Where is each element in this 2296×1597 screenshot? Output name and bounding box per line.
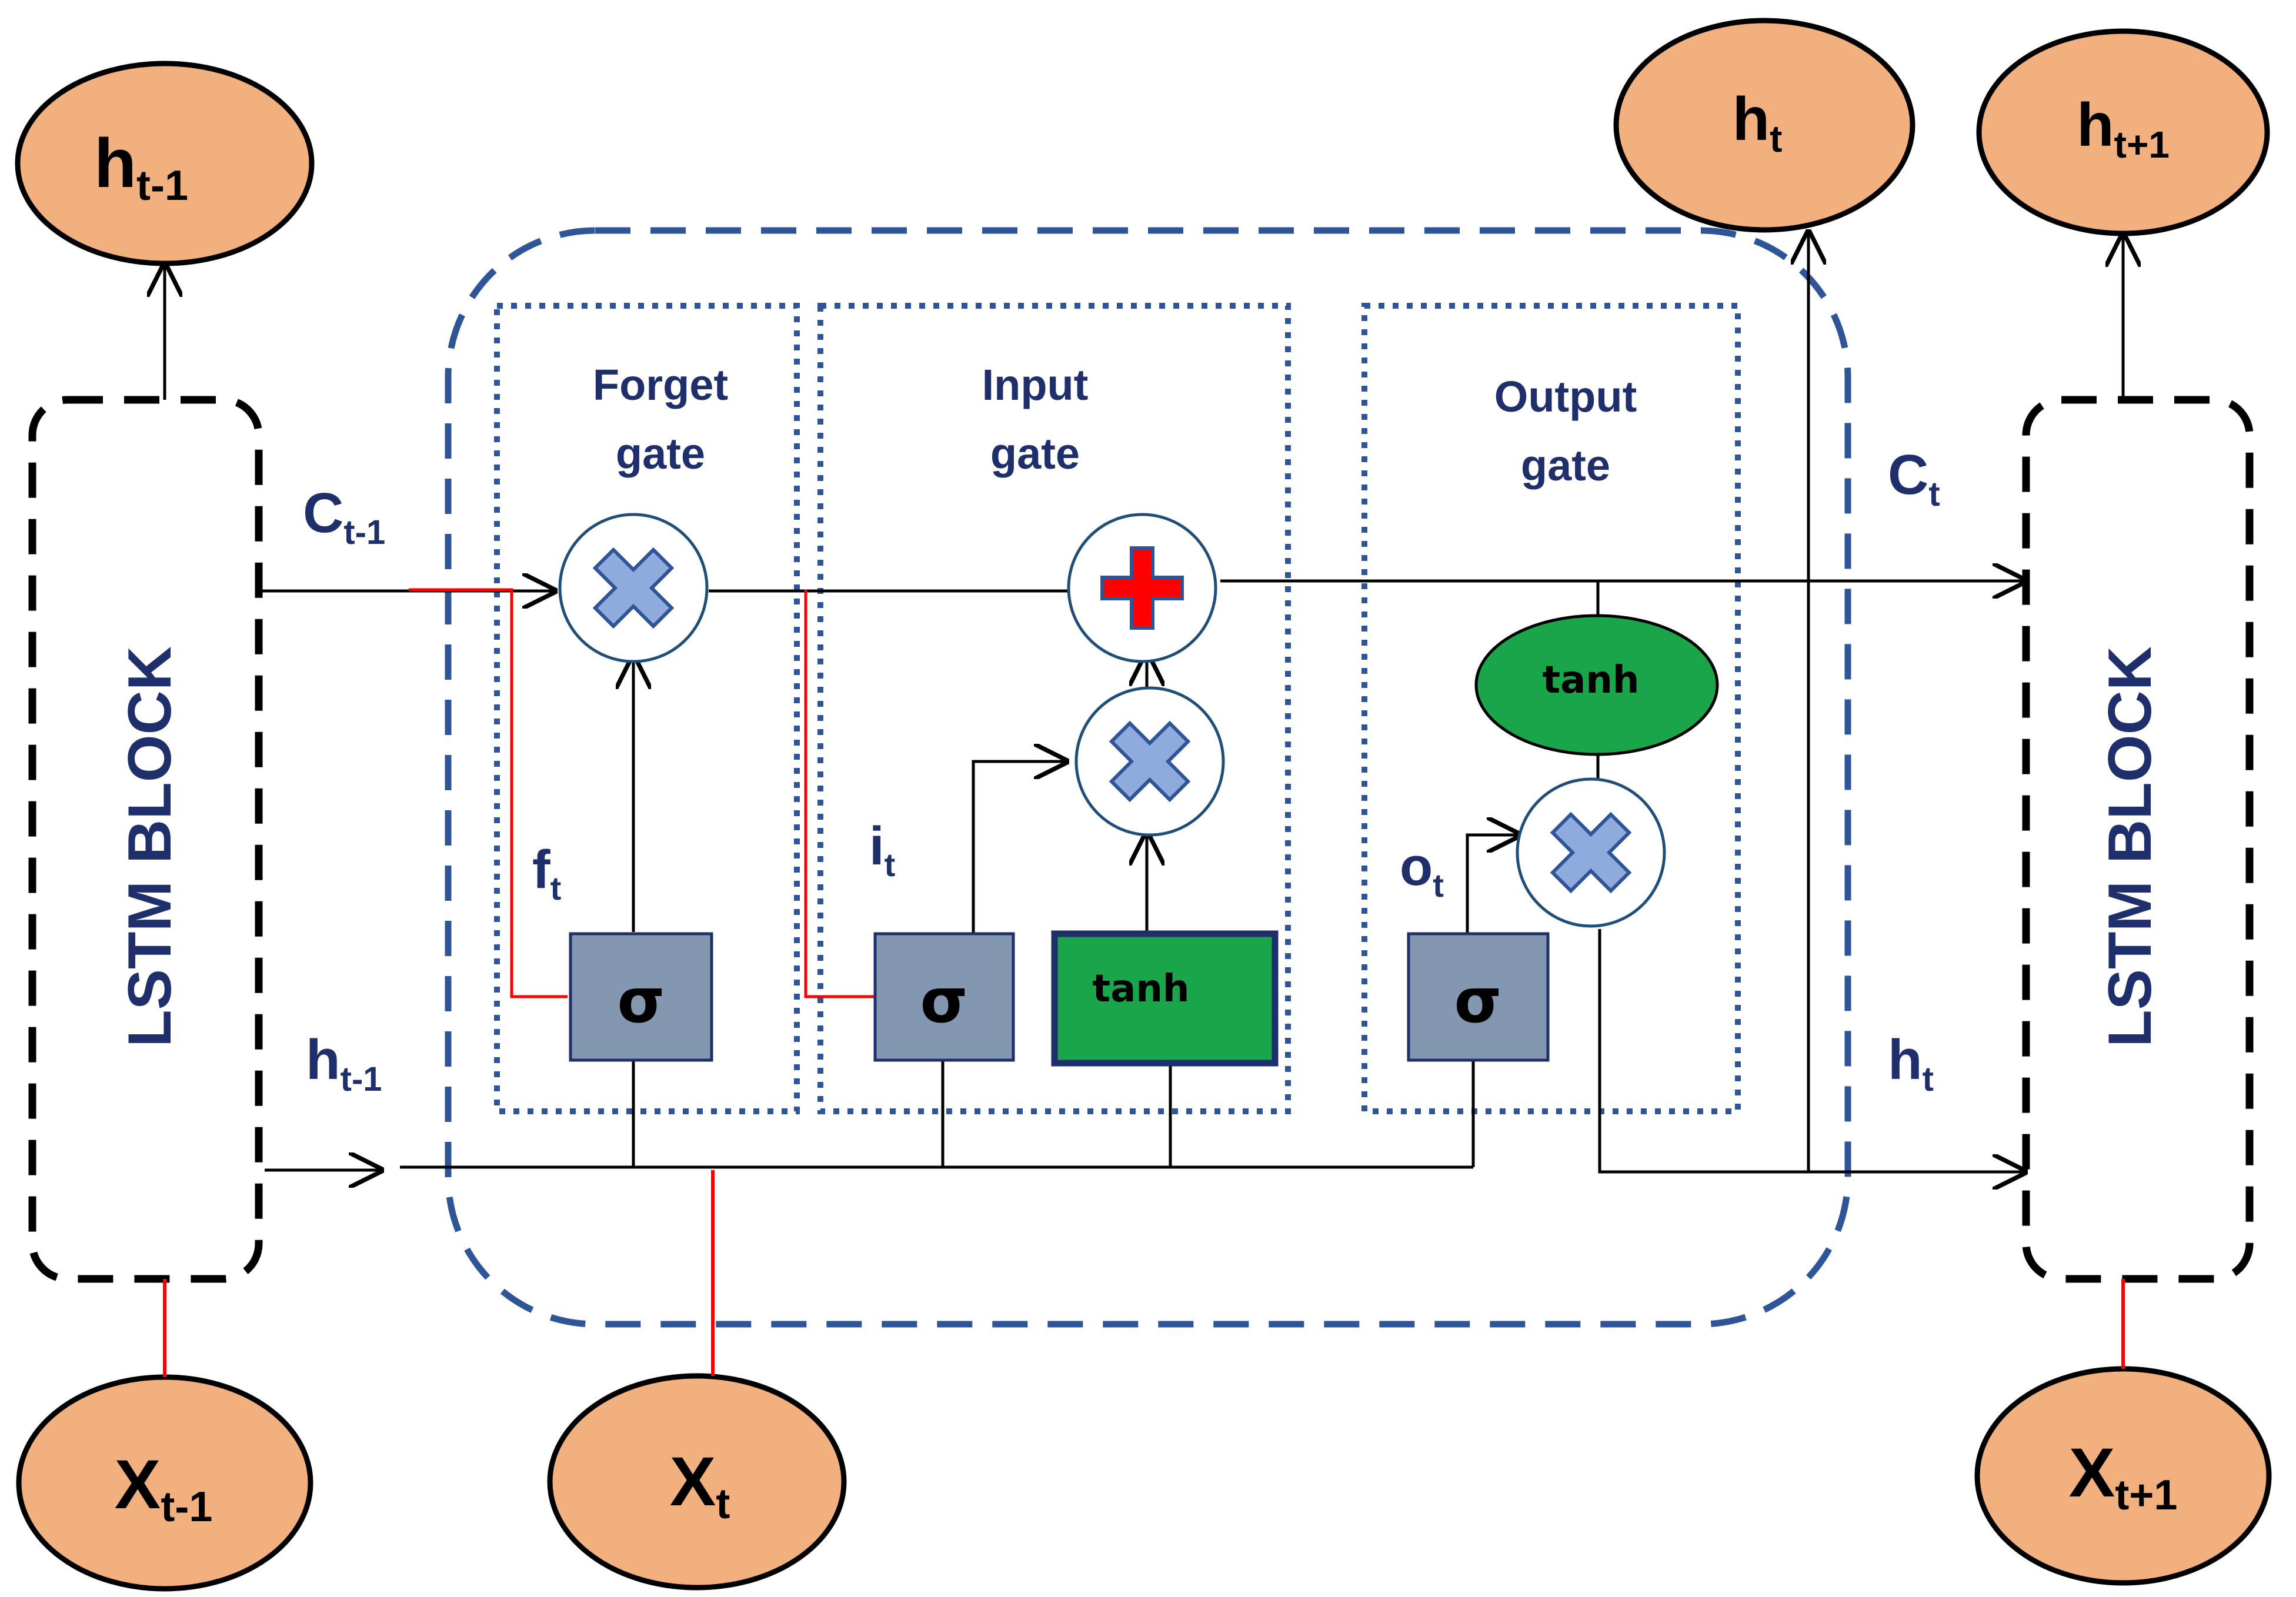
- forget-multiply-op: [558, 513, 709, 663]
- left-lstm-block-label: LSTM BLOCK: [116, 646, 184, 1047]
- lstm-cell-boundary: [445, 227, 1851, 1328]
- output-sigma-box: σ: [1407, 932, 1550, 1062]
- tanh-ellipse: tanh: [1474, 614, 1719, 756]
- node-h-prev: ht-1: [15, 61, 315, 266]
- svg-text:Xt: Xt: [670, 1443, 730, 1528]
- multiply-icon: [592, 547, 675, 629]
- input-red-path: [804, 590, 875, 998]
- svg-text:σ: σ: [920, 965, 968, 1037]
- plus-icon: [1100, 546, 1184, 630]
- svg-text:ht-1: ht-1: [94, 125, 188, 209]
- add-op: [1067, 513, 1217, 663]
- label-f-t: ft: [532, 840, 561, 907]
- svg-text:tanh: tanh: [1543, 659, 1640, 702]
- svg-text:ht: ht: [1733, 85, 1783, 160]
- multiply-icon: [1109, 720, 1191, 803]
- forget-gate-label-2: gate: [616, 429, 705, 478]
- svg-text:σ: σ: [1454, 965, 1502, 1037]
- input-multiply-op: [1074, 686, 1225, 837]
- svg-text:tanh: tanh: [1093, 967, 1190, 1011]
- output-sigma-to-mult: [1466, 835, 1520, 934]
- multiply-icon: [1550, 811, 1632, 894]
- forget-gate-box: [494, 303, 800, 1114]
- forget-red-path: [409, 588, 568, 998]
- label-h-t: ht: [1888, 1028, 1934, 1098]
- label-h-prev: ht-1: [306, 1028, 382, 1098]
- forget-gate-label-1: Forget: [593, 360, 728, 409]
- node-x-prev: Xt-1: [16, 1374, 313, 1592]
- right-lstm-block-label: LSTM BLOCK: [2096, 646, 2164, 1047]
- svg-text:σ: σ: [618, 965, 665, 1037]
- output-gate-label-2: gate: [1521, 441, 1610, 490]
- label-o-t: ot: [1400, 837, 1444, 904]
- input-sigma-to-mult: [972, 761, 1067, 934]
- node-h-t: ht: [1613, 18, 1915, 233]
- output-gate-box: [1361, 303, 1741, 1114]
- tanh-box: tanh: [1051, 930, 1279, 1067]
- output-mult-to-h: [1598, 929, 2026, 1172]
- node-x-next: Xt+1: [1974, 1366, 2272, 1586]
- label-c-prev: Ct-1: [303, 482, 385, 552]
- forget-sigma-box: σ: [569, 932, 713, 1062]
- node-h-next: ht+1: [1976, 28, 2270, 236]
- output-gate-label-1: Output: [1494, 372, 1637, 421]
- label-i-t: it: [869, 816, 895, 883]
- output-multiply-op: [1516, 777, 1666, 928]
- left-lstm-block: [28, 396, 263, 1283]
- input-gate-label-1: Input: [982, 360, 1089, 409]
- right-lstm-block: [2022, 396, 2254, 1283]
- svg-text:Xt-1: Xt-1: [115, 1446, 213, 1531]
- node-x-t: Xt: [547, 1373, 847, 1591]
- input-gate-label-2: gate: [990, 429, 1080, 478]
- label-c-t: Ct: [1888, 443, 1940, 513]
- input-sigma-box: σ: [873, 932, 1015, 1062]
- svg-text:ht+1: ht+1: [2077, 91, 2170, 166]
- svg-text:Xt+1: Xt+1: [2069, 1434, 2178, 1519]
